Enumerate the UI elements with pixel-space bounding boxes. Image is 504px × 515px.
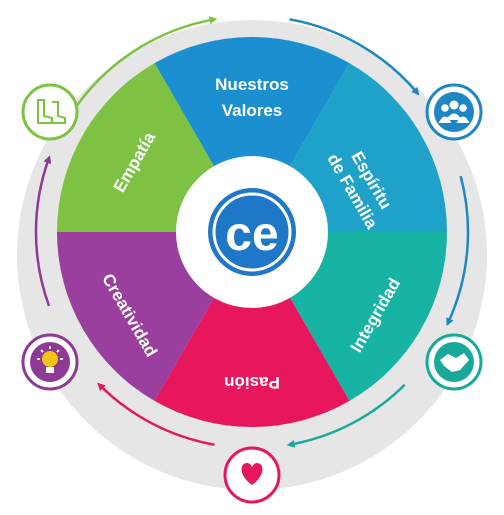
badge-creatividad [21, 333, 79, 391]
heart-icon [241, 463, 263, 485]
cycle-arrow-1 [74, 16, 218, 109]
cycle-arrow-5 [97, 382, 215, 446]
badge-integridad [425, 333, 483, 391]
label-pasion: Pasión [224, 373, 280, 392]
cycle-arrow-6 [34, 155, 52, 307]
segment-pasion [154, 232, 350, 428]
cycle-arrow-3 [446, 175, 470, 327]
lightbulb-icon [37, 346, 63, 373]
diagram-title-line-2: Valores [222, 101, 283, 120]
icon-badges [21, 83, 483, 504]
handshake-icon [440, 353, 469, 372]
cycle-arrow-2 [289, 18, 420, 96]
diagram-title-line-1: Nuestros [215, 75, 289, 94]
boots-icon [37, 99, 66, 124]
segment-nuestros-valores [154, 36, 350, 233]
label-pasion-text: Pasión [224, 373, 280, 392]
people-group-icon [438, 100, 470, 123]
badge-pasion [223, 446, 281, 504]
cycle-arrows [34, 16, 470, 448]
logo-text: ce [225, 208, 278, 261]
ce-logo: ce [208, 188, 296, 276]
badge-espiritu [425, 83, 483, 141]
badge-empatia [21, 83, 79, 141]
cycle-arrow-4 [286, 383, 406, 448]
